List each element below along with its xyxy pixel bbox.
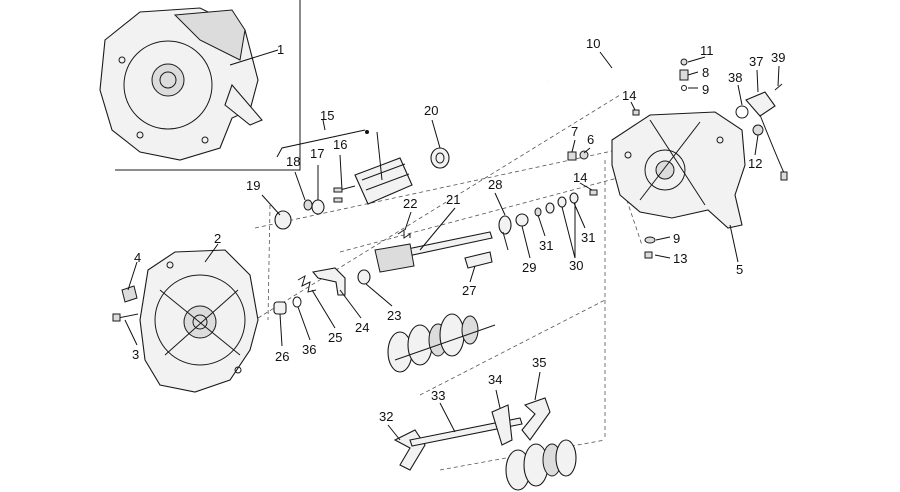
callout-12: 12 bbox=[748, 156, 762, 171]
callout-35: 35 bbox=[532, 355, 546, 370]
callout-19: 19 bbox=[246, 178, 260, 193]
part-34-shift-fork bbox=[491, 404, 513, 446]
part-32-shift-fork bbox=[393, 429, 426, 471]
callout-32: 32 bbox=[379, 409, 393, 424]
callout-31a: 31 bbox=[539, 238, 553, 253]
callout-3: 3 bbox=[132, 347, 139, 362]
callout-17: 17 bbox=[310, 146, 324, 161]
callout-8: 8 bbox=[702, 65, 709, 80]
callout-31b: 31 bbox=[581, 230, 595, 245]
callout-27: 27 bbox=[462, 283, 476, 298]
part-2-clutch-cover bbox=[139, 249, 259, 393]
part-3-bolt bbox=[112, 313, 139, 322]
callout-11: 11 bbox=[700, 43, 714, 58]
callout-10: 10 bbox=[586, 36, 600, 51]
callout-22: 22 bbox=[403, 196, 417, 211]
reference-dot bbox=[365, 130, 369, 134]
callout-leader-lines bbox=[124, 49, 780, 441]
part-14-screws bbox=[589, 109, 640, 196]
callout-4: 4 bbox=[134, 250, 141, 265]
callout-20: 20 bbox=[424, 103, 438, 118]
part-33-fork-rod bbox=[409, 417, 523, 447]
part-17-18-19-washers bbox=[274, 199, 325, 230]
part-10-breather-hose bbox=[547, 41, 691, 83]
callout-1: 1 bbox=[277, 42, 284, 57]
part-4-plug bbox=[121, 285, 138, 303]
part-28-selector-fork bbox=[498, 215, 512, 251]
part-26-bushing bbox=[273, 301, 287, 315]
callout-28: 28 bbox=[488, 177, 502, 192]
part-36-ring bbox=[292, 296, 302, 308]
part-16-selector-drum bbox=[333, 157, 413, 205]
part-29-30-31-washers bbox=[515, 192, 579, 227]
callout-13: 13 bbox=[673, 251, 687, 266]
callout-24: 24 bbox=[355, 320, 369, 335]
inset-frame bbox=[115, 0, 301, 171]
callout-5: 5 bbox=[736, 262, 743, 277]
callout-30: 30 bbox=[569, 258, 583, 273]
part-35-shift-fork bbox=[521, 397, 551, 441]
callout-14b: 14 bbox=[573, 170, 587, 185]
callout-37: 37 bbox=[749, 54, 763, 69]
callout-labels: 1 2 3 4 5 6 7 8 9 9 10 11 12 13 14 14 15… bbox=[132, 36, 785, 424]
part-37-sensor bbox=[735, 83, 788, 181]
callout-15: 15 bbox=[320, 108, 334, 123]
part-21-gearshift-shaft bbox=[374, 231, 493, 273]
part-13-bolt bbox=[644, 236, 656, 259]
part-23-washer bbox=[357, 269, 371, 285]
part-20-oil-seal bbox=[430, 147, 450, 169]
callout-33: 33 bbox=[431, 388, 445, 403]
callout-29: 29 bbox=[522, 260, 536, 275]
callout-38: 38 bbox=[728, 70, 742, 85]
callout-21: 21 bbox=[446, 192, 460, 207]
callout-18: 18 bbox=[286, 154, 300, 169]
callout-23: 23 bbox=[387, 308, 401, 323]
callout-9b: 9 bbox=[673, 231, 680, 246]
part-25-spring bbox=[297, 274, 317, 293]
part-22-spring bbox=[397, 229, 411, 239]
callout-36: 36 bbox=[302, 342, 316, 357]
part-1-clutch-housing bbox=[99, 7, 263, 161]
callout-2: 2 bbox=[214, 231, 221, 246]
callout-26: 26 bbox=[275, 349, 289, 364]
primary-gear-cluster bbox=[387, 313, 496, 373]
callout-9a: 9 bbox=[702, 82, 709, 97]
callout-14a: 14 bbox=[622, 88, 636, 103]
callout-16: 16 bbox=[333, 137, 347, 152]
part-27-pin bbox=[464, 251, 493, 269]
secondary-gear-cluster bbox=[505, 439, 577, 491]
callout-34: 34 bbox=[488, 372, 502, 387]
callout-25: 25 bbox=[328, 330, 342, 345]
callout-7: 7 bbox=[571, 124, 578, 139]
part-5-gearbox-housing bbox=[611, 111, 746, 229]
callout-39: 39 bbox=[771, 50, 785, 65]
part-8-11-sensor-fittings bbox=[679, 58, 689, 91]
callout-6: 6 bbox=[587, 132, 594, 147]
part-24-selector-lever bbox=[311, 267, 346, 296]
